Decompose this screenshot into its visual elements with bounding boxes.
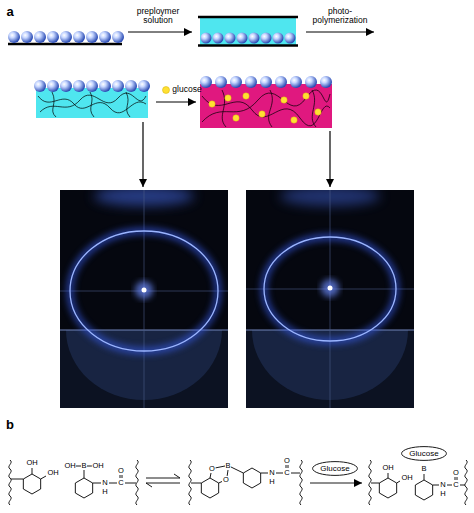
atom-label: N — [269, 469, 275, 477]
substrate-with-spheres — [8, 31, 124, 44]
atom-label: C — [284, 469, 290, 477]
diffraction-photo — [246, 190, 414, 408]
atom-label: C — [118, 479, 124, 487]
boronate-ester-structure — [189, 460, 302, 505]
equilibrium-arrows — [146, 474, 180, 487]
process-arrow — [306, 32, 374, 33]
panel-letter: b — [6, 418, 14, 432]
atom-label: O — [453, 469, 460, 477]
down-arrow — [329, 131, 330, 187]
atom-label: N — [102, 479, 108, 487]
atom-label: O — [223, 476, 230, 484]
glucose-bound-structure — [369, 460, 467, 505]
atom-label: C — [453, 481, 459, 489]
atom-label: OH — [26, 459, 38, 467]
glucose-dot — [163, 87, 170, 94]
atom-label: OH — [64, 462, 76, 470]
step-label: photo- polymerization — [307, 7, 373, 26]
cell-with-prepolymer — [198, 17, 298, 46]
atom-label: OH — [401, 474, 413, 482]
glucose-ellipse: Glucose — [401, 446, 447, 461]
atom-label: O — [118, 467, 125, 475]
swollen-hydrogel — [200, 76, 332, 128]
atom-label: H — [440, 490, 446, 498]
reaction-arrow — [310, 483, 362, 484]
diffraction-photo — [60, 190, 228, 408]
process-arrow — [128, 32, 192, 33]
step-label: glucose — [172, 85, 201, 94]
hydrogel-film — [34, 80, 150, 118]
ellipse-outline — [313, 461, 358, 475]
ellipse-outline — [402, 446, 447, 460]
atom-label: OH — [92, 462, 104, 470]
atom-label: B — [81, 462, 87, 470]
atom-label: B — [225, 462, 231, 470]
atom-label: B — [421, 465, 427, 473]
node-text: Glucose — [320, 465, 349, 474]
atom-label: N — [440, 481, 446, 489]
atom-label: O — [284, 457, 291, 465]
atom-label: OH — [382, 464, 394, 472]
atom-label: H — [102, 488, 108, 496]
process-arrow — [156, 102, 196, 103]
node-text: Glucose — [409, 450, 438, 459]
atom-label: H — [269, 478, 275, 486]
atom-label: OH — [47, 469, 59, 477]
down-arrow — [142, 122, 143, 187]
atom-label: O — [209, 465, 216, 473]
step-label: preploymer solution — [128, 7, 188, 26]
glucose-ellipse: Glucose — [312, 461, 358, 476]
panel-letter: a — [6, 5, 13, 19]
